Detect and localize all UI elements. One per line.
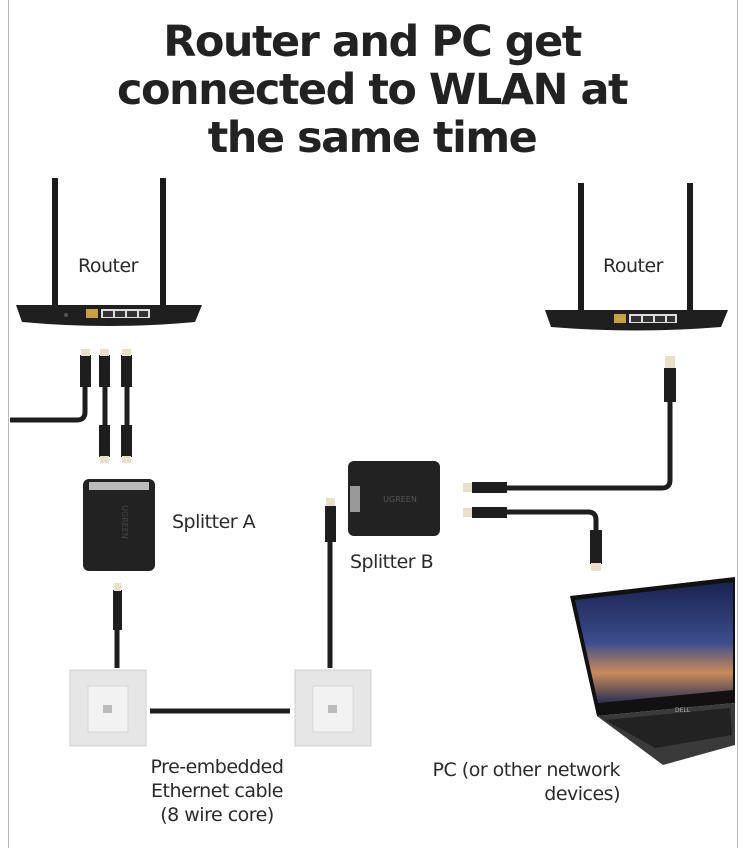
right-border (737, 0, 738, 848)
connectors-left (80, 355, 132, 457)
splitter-a-device: UGREEN (83, 479, 155, 571)
pc-label: PC (or other network devices) (432, 759, 621, 805)
splitter-b-device: UGREEN (348, 461, 440, 536)
svg-text:UGREEN: UGREEN (120, 505, 129, 539)
svg-text:UGREEN: UGREEN (383, 495, 417, 504)
laptop: DELL (570, 577, 735, 765)
wall-plate-left (69, 669, 147, 747)
cables-splitter-b (505, 400, 673, 532)
svg-text:DELL: DELL (675, 707, 691, 714)
wall-plate-right (294, 669, 372, 747)
diagram-title: Router and PC get connected to WLAN at t… (116, 17, 629, 163)
splitter-b-label: Splitter B (350, 551, 434, 573)
router-left (16, 178, 202, 326)
cable-label: Pre-embedded Ethernet cable (8 wire core… (150, 756, 284, 826)
router-left-label: Router (78, 255, 138, 277)
left-border (8, 0, 9, 848)
splitter-a-label: Splitter A (172, 511, 256, 533)
router-right-label: Router (603, 255, 663, 277)
cables-router-to-splitter-a (10, 385, 130, 428)
router-right (545, 183, 728, 331)
